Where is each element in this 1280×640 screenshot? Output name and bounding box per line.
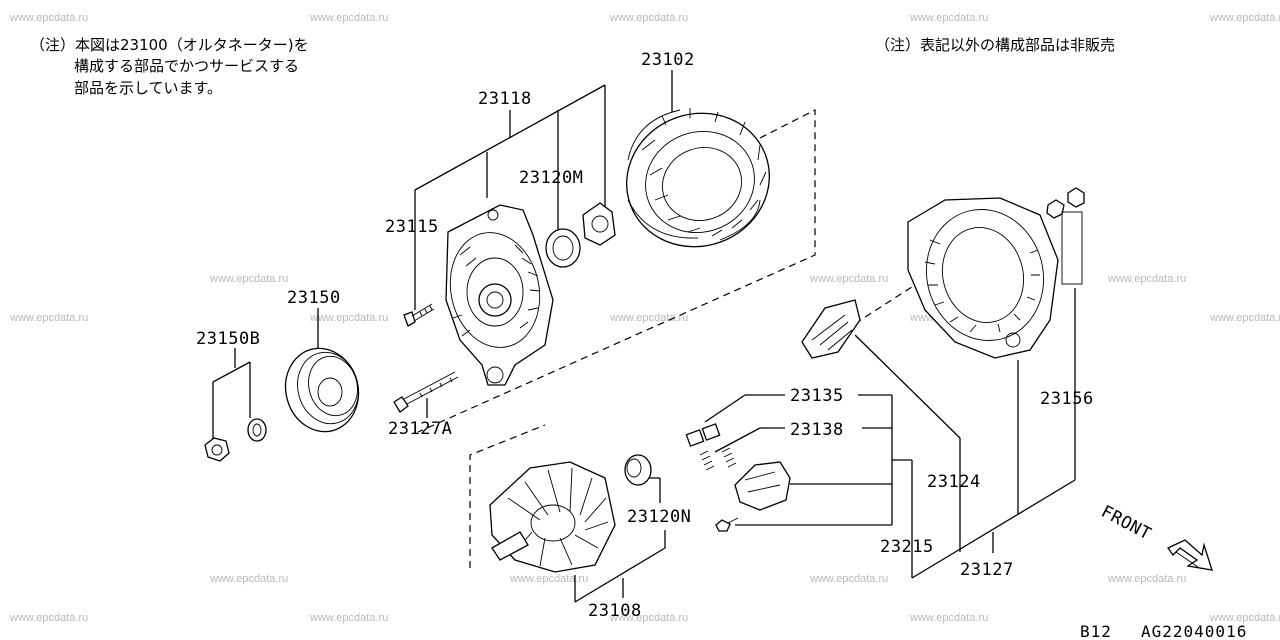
leader-lines (212, 70, 1076, 603)
label-23156: 23156 (1040, 389, 1094, 409)
watermark: www.epcdata.ru (809, 573, 888, 585)
front-label: FRONT (1098, 502, 1155, 545)
watermark: www.epcdata.ru (9, 12, 88, 24)
rotor-part (489, 461, 616, 573)
watermark: www.epcdata.ru (609, 312, 688, 324)
watermarks: www.epcdata.ru www.epcdata.ru www.epcdat… (9, 12, 1280, 624)
note-left-line-3: 部品を示しています。 (74, 79, 222, 97)
label-23150: 23150 (287, 288, 341, 308)
watermark: www.epcdata.ru (209, 273, 288, 285)
watermark: www.epcdata.ru (909, 12, 988, 24)
watermark: www.epcdata.ru (1107, 273, 1186, 285)
diagram-code: AG22040016 (1141, 622, 1247, 640)
note-left-line-2: 構成する部品でかつサービスする (74, 57, 299, 75)
front-housing-part (445, 204, 554, 386)
watermark: www.epcdata.ru (9, 312, 88, 324)
rear-housing-part (907, 197, 1059, 359)
label-23135: 23135 (790, 386, 844, 406)
watermark: www.epcdata.ru (209, 573, 288, 585)
watermark: www.epcdata.ru (1209, 312, 1280, 324)
watermark: www.epcdata.ru (309, 12, 388, 24)
watermark: www.epcdata.ru (609, 12, 688, 24)
label-23150b: 23150B (196, 329, 260, 349)
label-23127: 23127 (960, 560, 1014, 580)
screw-23115-part (403, 303, 435, 327)
watermark: www.epcdata.ru (509, 573, 588, 585)
brush-holder-part (734, 461, 791, 511)
front-arrow-icon (1167, 539, 1213, 571)
watermark: www.epcdata.ru (309, 312, 388, 324)
label-23118: 23118 (478, 89, 532, 109)
label-23124: 23124 (927, 472, 981, 492)
label-23215: 23215 (880, 537, 934, 557)
screw-holder-part (715, 517, 739, 532)
label-23108: 23108 (588, 601, 642, 621)
watermark: www.epcdata.ru (1107, 573, 1186, 585)
nut-part (204, 437, 230, 462)
label-23138: 23138 (790, 420, 844, 440)
label-23115: 23115 (385, 217, 439, 237)
pulley-part (284, 347, 360, 433)
nut-23156-part (1046, 187, 1085, 285)
watermark: www.epcdata.ru (1209, 612, 1280, 624)
model-code: B12 (1080, 622, 1112, 640)
note-left-line-1: （注）本図は23100（オルタネーター)を (30, 36, 309, 54)
spring-part (699, 447, 737, 471)
washer-part (247, 418, 267, 442)
watermark: www.epcdata.ru (609, 612, 688, 624)
part-labels: 23102 23118 23120M 23115 23150 23150B 23… (196, 50, 1094, 621)
watermark: www.epcdata.ru (809, 273, 888, 285)
bearing-23120n-part (624, 454, 652, 486)
brush-part (685, 423, 721, 447)
retainer-plate-part (582, 202, 616, 246)
assembly-dash-lower (469, 424, 546, 568)
label-23120m: 23120M (519, 168, 583, 188)
rectifier-part (801, 299, 861, 359)
through-bolt-part (393, 371, 459, 413)
watermark: www.epcdata.ru (1209, 12, 1280, 24)
watermark: www.epcdata.ru (9, 612, 88, 624)
watermark: www.epcdata.ru (309, 612, 388, 624)
note-right: （注）表記以外の構成部品は非販売 (875, 36, 1115, 54)
assembly-dash-upper (417, 109, 816, 433)
watermark: www.epcdata.ru (909, 612, 988, 624)
label-23120n: 23120N (627, 507, 691, 527)
bearing-23120m-part (545, 228, 581, 268)
label-23127a: 23127A (388, 419, 452, 439)
stator-part (626, 108, 770, 248)
label-23102: 23102 (641, 50, 695, 70)
